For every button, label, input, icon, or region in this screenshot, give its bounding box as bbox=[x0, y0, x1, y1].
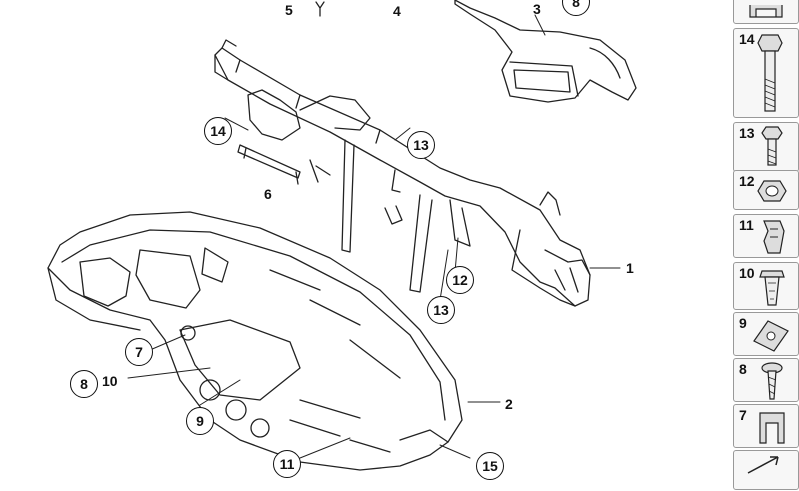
part-1-cross-beam bbox=[214, 39, 591, 307]
callout-15: 15 bbox=[476, 452, 504, 480]
sidebar-tile-13[interactable]: 13 bbox=[733, 122, 799, 172]
sidebar-tile-14[interactable]: 14 bbox=[733, 28, 799, 118]
callout-9: 9 bbox=[186, 407, 214, 435]
sidebar-tile-8[interactable]: 8 bbox=[733, 358, 799, 402]
sidebar-tile-10[interactable]: 10 bbox=[733, 262, 799, 310]
hex-bolt-long-icon bbox=[757, 34, 783, 112]
sidebar-tile-9[interactable]: 9 bbox=[733, 312, 799, 356]
sidebar-tile-arrow[interactable] bbox=[733, 450, 799, 490]
part-6-strip bbox=[237, 144, 301, 185]
callout-6: 6 bbox=[264, 186, 272, 202]
callout-12: 12 bbox=[446, 266, 474, 294]
clamp-top-icon bbox=[749, 5, 783, 18]
arrow-icon bbox=[747, 456, 779, 474]
sidebar-num-8: 8 bbox=[739, 361, 747, 377]
clamp-icon bbox=[759, 412, 785, 444]
screw-icon bbox=[761, 362, 783, 400]
part-3-air-duct bbox=[454, 0, 637, 103]
part-5-bracket bbox=[315, 1, 325, 17]
parts-sidebar: 14 13 12 11 10 bbox=[730, 0, 799, 490]
speed-nut-icon bbox=[753, 320, 789, 352]
sidebar-tile-12[interactable]: 12 bbox=[733, 170, 799, 210]
callout-2: 2 bbox=[505, 396, 513, 412]
sidebar-num-12: 12 bbox=[739, 173, 755, 189]
callout-14: 14 bbox=[204, 117, 232, 145]
sidebar-num-7: 7 bbox=[739, 407, 747, 423]
sidebar-tile-7[interactable]: 7 bbox=[733, 404, 799, 448]
sidebar-num-11: 11 bbox=[739, 217, 754, 233]
callout-5: 5 bbox=[285, 2, 293, 18]
expanding-nut-icon bbox=[759, 270, 785, 306]
callout-4: 4 bbox=[393, 3, 401, 19]
callout-13-top: 13 bbox=[407, 131, 435, 159]
sidebar-num-13: 13 bbox=[739, 125, 755, 141]
callout-11: 11 bbox=[273, 450, 301, 478]
hex-nut-icon bbox=[757, 180, 787, 202]
sidebar-num-14: 14 bbox=[739, 31, 755, 47]
clip-nut-icon bbox=[763, 220, 785, 254]
sidebar-tile-11[interactable]: 11 bbox=[733, 214, 799, 258]
callout-10: 10 bbox=[102, 373, 118, 389]
parts-diagram bbox=[47, 0, 637, 471]
callout-7: 7 bbox=[125, 338, 153, 366]
sidebar-tile-top[interactable] bbox=[733, 0, 799, 24]
callout-3: 3 bbox=[533, 1, 541, 17]
sidebar-num-9: 9 bbox=[739, 315, 747, 331]
hex-bolt-short-icon bbox=[761, 126, 783, 166]
callout-8-bottom: 8 bbox=[70, 370, 98, 398]
callout-13-bottom: 13 bbox=[427, 296, 455, 324]
leader-lines bbox=[127, 14, 621, 459]
callout-1: 1 bbox=[626, 260, 634, 276]
sidebar-num-10: 10 bbox=[739, 265, 755, 281]
part-2-dashboard bbox=[47, 211, 463, 471]
